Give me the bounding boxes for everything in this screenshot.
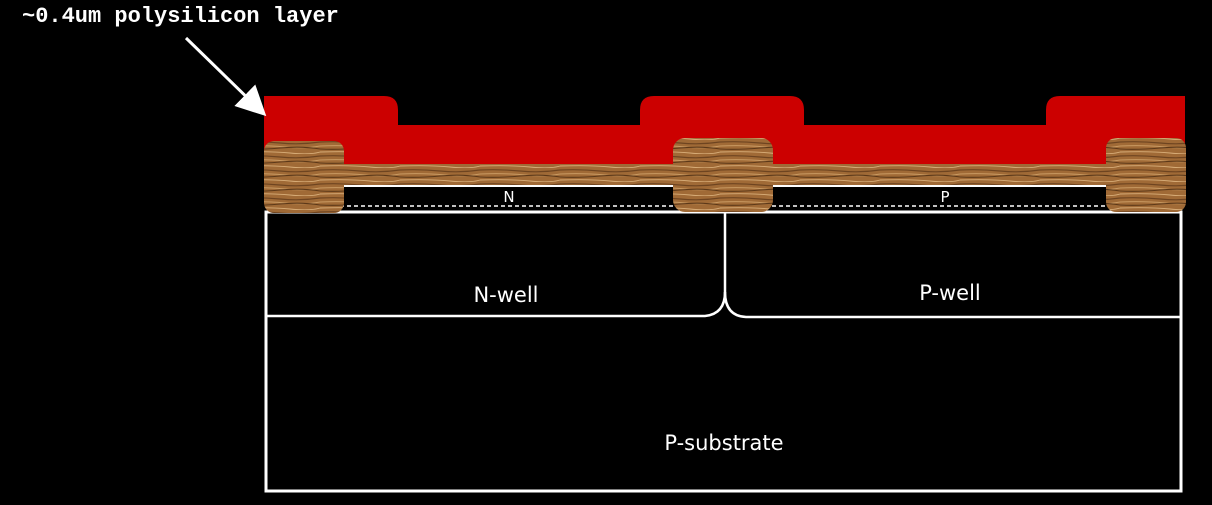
p-well-label: P-well (919, 281, 981, 305)
n-surface-label: N (503, 188, 514, 206)
polysilicon-layer (264, 96, 1185, 164)
field-oxide-right (1106, 138, 1186, 212)
p-surface-label: P (940, 188, 949, 206)
p-well-boundary (723, 291, 1181, 319)
n-well-label: N-well (473, 283, 538, 307)
gate-oxide-left (340, 164, 676, 186)
callout-label: ~0.4um polysilicon layer (22, 4, 339, 29)
callout-arrow (184, 36, 267, 117)
gate-oxide-right (772, 164, 1108, 186)
field-oxide-middle (673, 138, 773, 212)
p-substrate-label: P-substrate (664, 431, 783, 455)
field-oxide-left (264, 141, 344, 213)
